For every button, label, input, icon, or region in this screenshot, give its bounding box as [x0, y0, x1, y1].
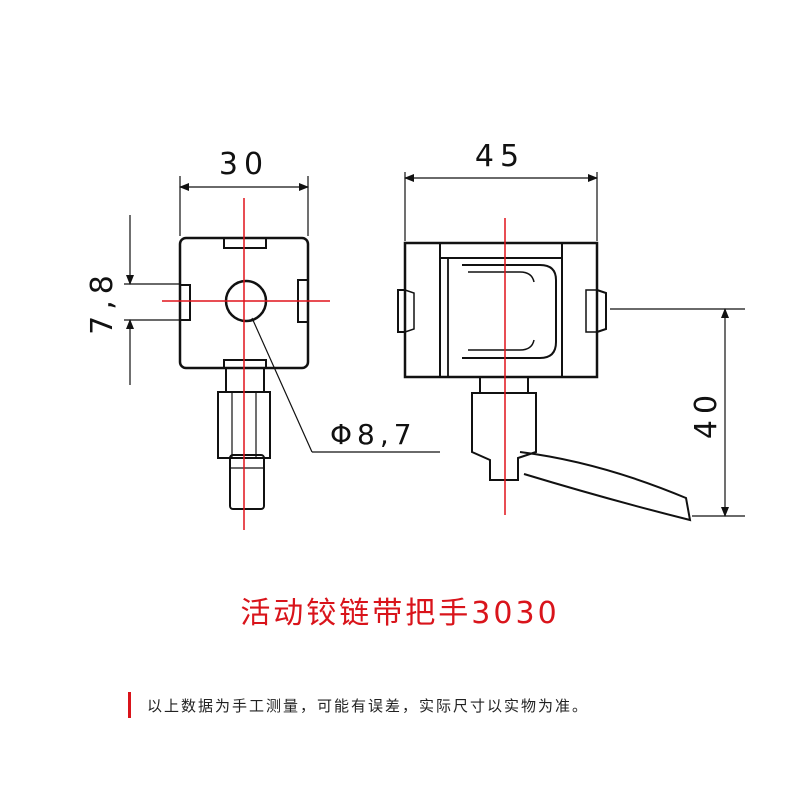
- dim-side-width-label: 45: [475, 139, 525, 174]
- note-text: 以上数据为手工测量，可能有误差，实际尺寸以实物为准。: [147, 696, 590, 715]
- measurement-note: 以上数据为手工测量，可能有误差，实际尺寸以实物为准。: [128, 690, 589, 720]
- dim-slot-height: [124, 215, 180, 385]
- handle-stem: [225, 368, 265, 393]
- dim-hole-leader: [251, 317, 440, 453]
- dim-slot-height-label: 7,8: [85, 269, 120, 335]
- handle-body: [217, 391, 271, 459]
- dim-hole-diameter-label: Φ8,7: [330, 418, 417, 451]
- dim-front-width-label: 30: [219, 147, 269, 182]
- handle-knob: [229, 454, 265, 510]
- dim-side-width: [404, 172, 598, 241]
- bottom-notch: [223, 359, 267, 368]
- product-title: 活动铰链带把手3030: [240, 596, 560, 631]
- left-notch: [180, 284, 191, 321]
- note-accent-bar: [128, 692, 131, 718]
- dim-side-height: [610, 308, 745, 517]
- side-view: [397, 241, 692, 522]
- dim-front-width: [179, 176, 309, 236]
- top-notch: [223, 238, 267, 249]
- side-body: [403, 241, 599, 379]
- front-center-lines: [162, 198, 330, 530]
- dim-side-height-label: 40: [689, 389, 724, 439]
